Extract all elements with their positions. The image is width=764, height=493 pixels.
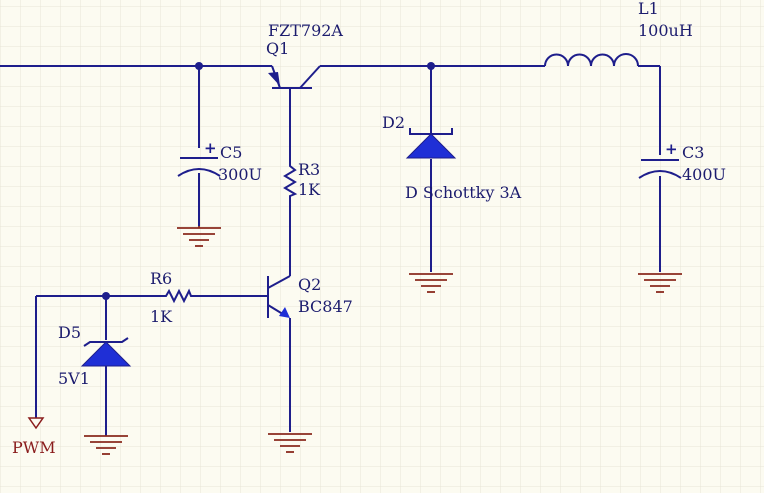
pwm-port-label: PWM (12, 438, 56, 457)
junction-dot (102, 292, 110, 300)
l1-value-label: 100uH (638, 21, 693, 40)
q2-transistor[interactable] (267, 275, 291, 318)
c3-designator-label: C3 (682, 143, 704, 162)
d5-zener-diode[interactable] (80, 337, 132, 367)
ground-d5-icon (84, 435, 128, 455)
junction-dot (195, 62, 203, 70)
r6-designator-label: R6 (150, 269, 172, 288)
d2-body-icon (405, 133, 457, 159)
c5-polarity-mark: + (204, 139, 217, 157)
c3-capacitor[interactable]: + (638, 140, 682, 179)
pwm-port[interactable] (27, 417, 45, 430)
q1-transistor[interactable] (268, 65, 321, 89)
d2-cathode-bar (409, 128, 453, 135)
r3-resistor[interactable] (283, 162, 298, 199)
r3-zigzag (283, 162, 298, 199)
q2-emitter-arrow-icon (279, 307, 290, 318)
d5-cathode-bar (83, 337, 129, 347)
c5-designator-label: C5 (220, 143, 242, 162)
l1-inductor[interactable] (544, 53, 639, 67)
q2-value-label: BC847 (298, 297, 353, 316)
d2-schottky-diode[interactable] (405, 128, 457, 159)
d5-designator-label: D5 (58, 323, 81, 342)
c5-plate-negative (177, 168, 221, 177)
q2-collector-leg (267, 275, 291, 289)
r6-resistor[interactable] (163, 288, 193, 304)
ground-q2-icon (268, 433, 312, 453)
c3-plate-negative (638, 170, 682, 179)
c3-value-label: 400U (682, 165, 726, 184)
c5-capacitor[interactable]: + (177, 139, 221, 177)
q1-value-label: FZT792A (268, 21, 343, 40)
d2-value-label: D Schottky 3A (405, 183, 522, 202)
q1-emitter-arrow-icon (268, 72, 280, 86)
q1-designator-label: Q1 (266, 39, 289, 58)
c5-value-label: 300U (218, 165, 262, 184)
d2-designator-label: D2 (382, 113, 405, 132)
q1-collector-leg (299, 65, 321, 89)
r3-value-label: 1K (298, 180, 321, 199)
wires (0, 65, 661, 436)
ground-d2-icon (409, 273, 453, 293)
l1-designator-label: L1 (638, 0, 659, 18)
q2-designator-label: Q2 (298, 275, 321, 294)
ground-c3-icon (638, 273, 682, 293)
junctions (102, 62, 435, 300)
r3-designator-label: R3 (298, 160, 320, 179)
d5-body-icon (80, 341, 132, 367)
r6-zigzag (163, 288, 193, 304)
junction-dot (427, 62, 435, 70)
c3-polarity-mark: + (665, 140, 678, 158)
d5-value-label: 5V1 (58, 369, 90, 388)
l1-coil (544, 53, 639, 67)
ground-c5-icon (177, 226, 221, 247)
pwm-port-arrow-icon (27, 417, 45, 430)
r6-value-label: 1K (150, 307, 173, 326)
